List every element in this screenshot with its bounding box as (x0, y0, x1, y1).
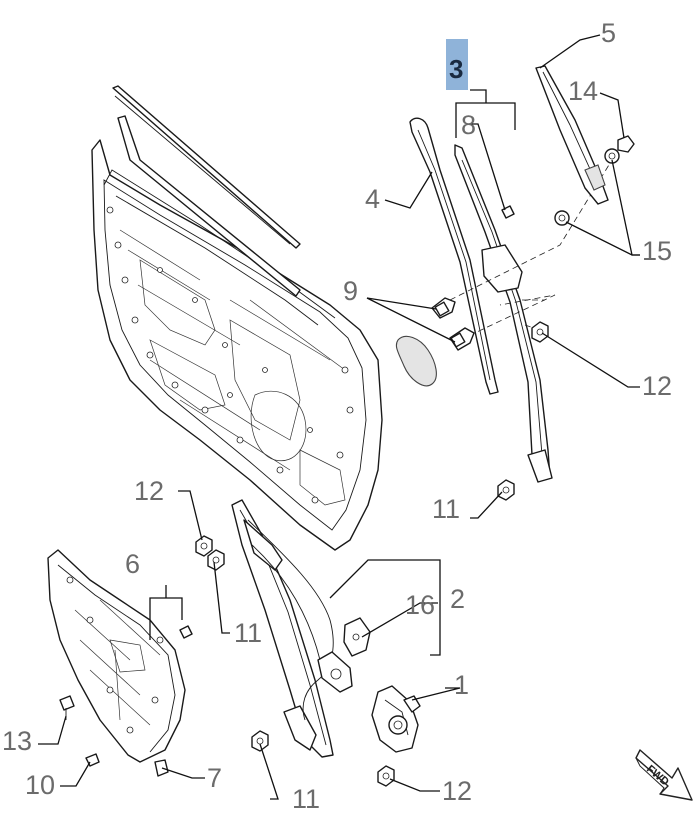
callout-15[interactable]: 15 (642, 236, 672, 266)
clip-7 (154, 759, 169, 777)
callout-8[interactable]: 8 (461, 110, 476, 140)
callout-2[interactable]: 2 (450, 584, 465, 614)
bracket-16 (343, 617, 371, 657)
callout-4[interactable]: 4 (365, 184, 380, 214)
nut-12-upper (531, 321, 549, 343)
clip-6 (179, 625, 193, 639)
callout-6[interactable]: 6 (125, 549, 140, 579)
callout-13[interactable]: 13 (2, 726, 32, 756)
nut-12-lower (377, 765, 395, 787)
clip-14 (617, 135, 635, 153)
nut-11-mid (207, 549, 225, 571)
callout-11-right[interactable]: 11 (432, 494, 460, 524)
bolt-9-lower (449, 327, 475, 351)
callout-11-mid[interactable]: 11 (234, 618, 262, 648)
regulator-motor-1 (371, 685, 421, 753)
nut-11-right (497, 479, 515, 501)
guide-rail-rear (454, 144, 553, 483)
callout-11-lower[interactable]: 11 (292, 784, 320, 814)
fwd-direction-badge: FWD (635, 749, 693, 801)
arrow-forward-icon (635, 749, 693, 801)
belt-molding (112, 85, 301, 249)
grommet-15-upper (604, 148, 620, 164)
glass-run-channel (117, 115, 301, 297)
clip-13 (59, 695, 75, 720)
inner-carrier-panel (47, 549, 186, 763)
nut-12-mid (195, 535, 213, 557)
callout-9[interactable]: 9 (343, 276, 358, 306)
callout-14[interactable]: 14 (568, 76, 598, 106)
window-regulator (231, 499, 353, 758)
callout-5[interactable]: 5 (601, 18, 616, 48)
grommet-15-lower (554, 210, 570, 226)
bolt-9-upper (431, 297, 456, 319)
callout-3[interactable]: 3 (449, 54, 463, 84)
callout-7[interactable]: 7 (207, 763, 222, 793)
callout-16[interactable]: 16 (405, 590, 435, 620)
guide-rail-front (409, 117, 499, 395)
callout-1[interactable]: 1 (454, 670, 469, 700)
callout-12-upper[interactable]: 12 (642, 371, 672, 401)
sail-cover-part-5 (535, 65, 609, 205)
callout-10[interactable]: 10 (25, 770, 55, 800)
door-shell (91, 139, 383, 551)
callout-3-highlight (446, 39, 468, 90)
nut-11-lower (251, 730, 269, 752)
seal-pad (395, 335, 437, 387)
callout-12-lower[interactable]: 12 (442, 776, 472, 806)
screw-10 (85, 753, 100, 767)
callout-12-mid[interactable]: 12 (134, 476, 164, 506)
